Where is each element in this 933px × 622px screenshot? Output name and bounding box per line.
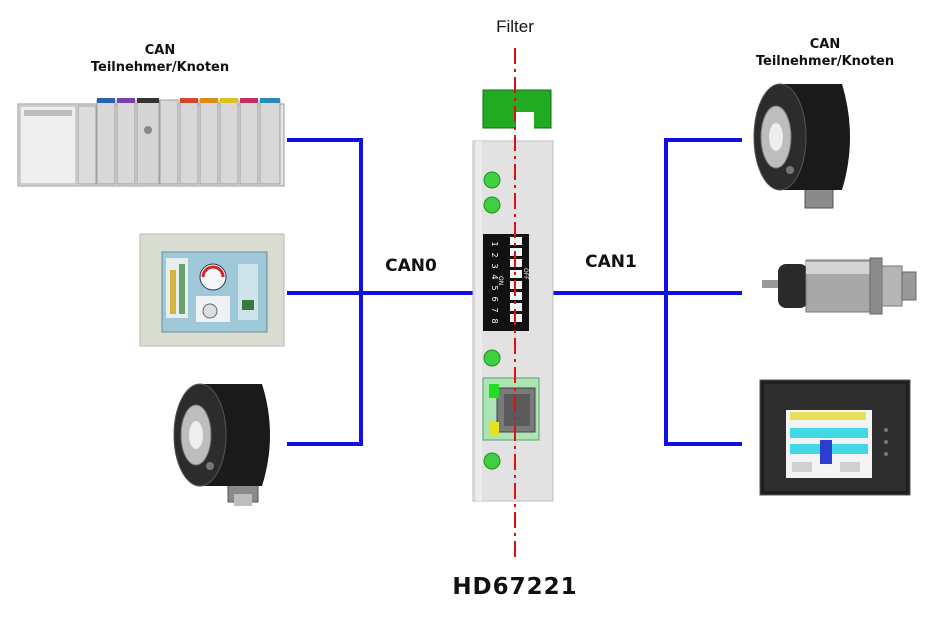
dip-on-label: ON (497, 276, 504, 285)
dip-position-1: 1 (490, 241, 499, 246)
left-encoder-device (173, 383, 270, 506)
can1-label: CAN1 (585, 252, 637, 272)
led-1 (483, 171, 501, 189)
can0-label: CAN0 (385, 256, 437, 276)
hmi-panel-device (139, 233, 285, 347)
plc-rack-device (17, 98, 285, 187)
right-title-line1: CAN (809, 37, 841, 52)
right-node-group-title: CAN Teilnehmer/Knoten (725, 36, 925, 70)
dip-position-8: 8 (490, 318, 499, 323)
left-title-line2: Teilnehmer/Knoten (90, 60, 230, 75)
filter-label: Filter (496, 17, 534, 36)
led-3 (483, 349, 501, 367)
dip-slider-1[interactable] (510, 237, 522, 245)
dip-position-4: 4 (490, 274, 499, 279)
gateway-device: 1 2 3 4 5 6 7 8 ON OFF (472, 89, 554, 502)
product-name: HD67221 (452, 574, 578, 600)
right-title-line2: Teilnehmer/Knoten (755, 54, 895, 69)
can0-bus-lines (287, 138, 473, 446)
dip-position-2: 2 (490, 252, 499, 257)
touch-panel-device (759, 379, 911, 496)
cylindrical-sensor-device (762, 257, 917, 315)
ethernet-port[interactable] (482, 377, 540, 441)
can1-bus-lines (553, 138, 742, 446)
left-node-group-title: CAN Teilnehmer/Knoten (60, 42, 260, 76)
led-4 (483, 452, 501, 470)
dip-position-7: 7 (490, 307, 499, 312)
led-2 (483, 196, 501, 214)
dip-position-6: 6 (490, 296, 499, 301)
dip-position-5: 5 (490, 285, 499, 290)
dip-switch[interactable]: 1 2 3 4 5 6 7 8 ON OFF (483, 234, 529, 331)
left-title-line1: CAN (144, 43, 176, 58)
right-encoder-device (753, 83, 850, 209)
dip-slider-7[interactable] (510, 303, 522, 311)
dip-off-label: OFF (522, 268, 529, 280)
dip-position-3: 3 (490, 263, 499, 268)
